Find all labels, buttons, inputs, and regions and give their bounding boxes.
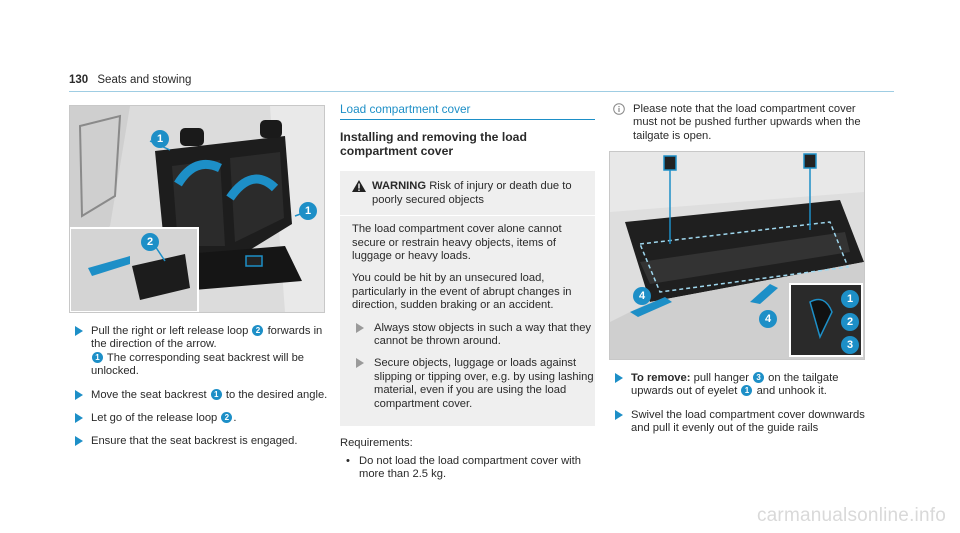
warning-headline: Risk of injury or death due to poorly se… [372, 180, 572, 206]
step-arrow-icon [75, 436, 83, 447]
warning-step: Always stow objects in such a way that t… [352, 322, 595, 349]
marker-1: 1 [151, 130, 169, 148]
right-note: Please note that the load compartment co… [613, 103, 865, 143]
warning-triangle-icon [352, 180, 366, 193]
marker-1: 1 [841, 290, 859, 308]
header-rule [69, 91, 894, 92]
marker-3: 3 [753, 372, 765, 383]
warning-body: The load compartment cover alone cannot … [352, 223, 572, 312]
instruction-step: Swivel the load compartment cover downwa… [609, 409, 867, 436]
marker-1: 1 [299, 202, 317, 220]
note: Please note that the load compartment co… [613, 103, 865, 143]
instruction-step: To remove: pull hanger 3 on the tailgate… [609, 372, 867, 399]
left-column: Pull the right or left release loop 2 fo… [69, 325, 329, 459]
instruction-step: Let go of the release loop 2. [69, 412, 329, 425]
marker-2: 2 [141, 233, 159, 251]
bullet-icon: • [346, 454, 350, 467]
marker-4: 4 [633, 287, 651, 305]
subsection-title: Installing and removing the load compart… [340, 130, 527, 159]
marker-2: 2 [221, 412, 233, 424]
step-arrow-icon [615, 373, 623, 383]
page-number: 130 [69, 74, 89, 86]
marker-2: 2 [841, 313, 859, 331]
marker-1: 1 [741, 385, 753, 397]
requirement-item: • Do not load the load compartment cover… [346, 454, 582, 480]
step-arrow-icon [356, 322, 364, 333]
warning-label: WARNING [372, 180, 427, 193]
marker-1: 1 [92, 351, 103, 363]
section-rule [340, 119, 595, 121]
step-arrow-icon [75, 326, 83, 336]
section-name: Seats and stowing [97, 74, 192, 86]
warning-header: WARNING Risk of injury or death due to p… [340, 171, 595, 217]
marker-1: 1 [210, 388, 222, 400]
right-column: To remove: pull hanger 3 on the tailgate… [609, 372, 867, 446]
seat-backrest-figure: 1 1 2 [69, 105, 325, 313]
step-arrow-icon [75, 413, 83, 424]
page-header: 130 Seats and stowing [69, 74, 191, 86]
middle-column: Load compartment cover Installing and re… [340, 102, 595, 481]
step-arrow-icon [75, 389, 83, 400]
instruction-step: Ensure that the seat backrest is engaged… [69, 435, 329, 448]
marker-4: 4 [759, 310, 777, 328]
load-compartment-figure: 4 4 1 2 3 [609, 151, 865, 360]
info-icon [613, 103, 625, 115]
warning-step: Secure objects, luggage or loads against… [352, 357, 595, 411]
step-arrow-icon [356, 358, 364, 369]
marker-2: 2 [252, 325, 264, 336]
step-arrow-icon [615, 409, 623, 420]
instruction-step: Pull the right or left release loop 2 fo… [69, 325, 329, 379]
requirements-label: Requirements: [340, 437, 413, 450]
instruction-step: Move the seat backrest 1 to the desired … [69, 388, 329, 402]
section-title: Load compartment cover [340, 102, 471, 116]
marker-3: 3 [841, 336, 859, 354]
watermark: carmanualsonline.info [756, 505, 946, 526]
warning-box: WARNING Risk of injury or death due to p… [340, 171, 595, 427]
